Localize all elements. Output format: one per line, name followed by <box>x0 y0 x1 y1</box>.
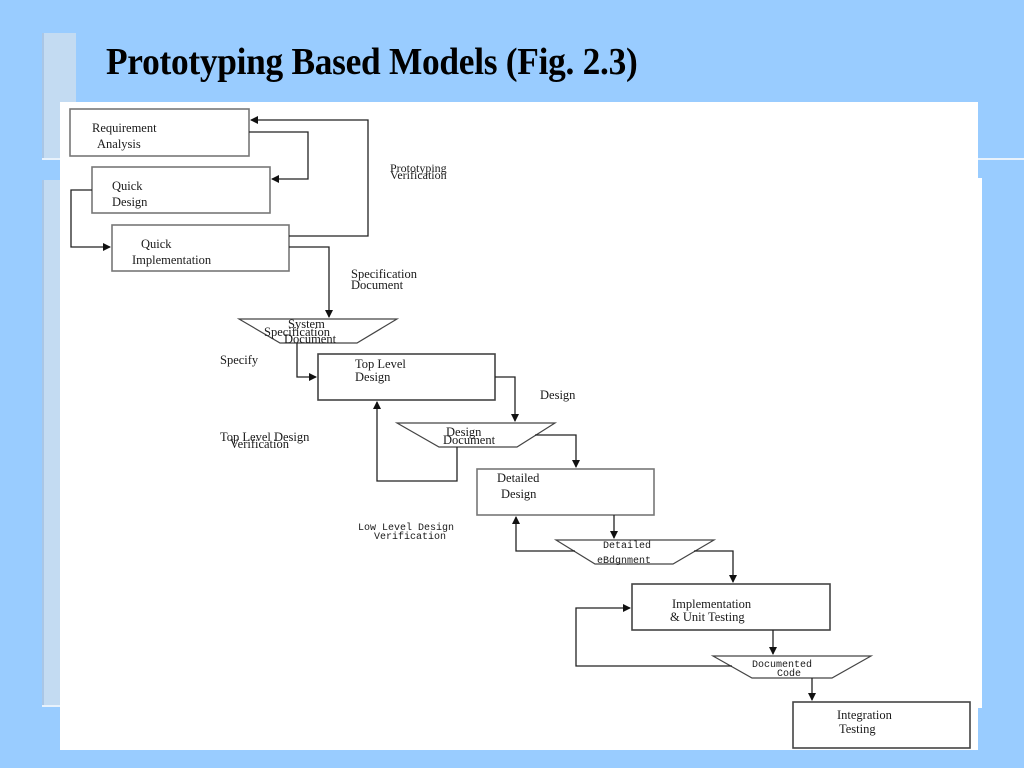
annotation-text: Document <box>351 278 404 292</box>
process-label: Design <box>501 487 537 501</box>
annotation-text: Verification <box>390 168 447 182</box>
arrow-low-level-verification-loop <box>512 516 575 552</box>
annotation-text: Verification <box>374 531 446 543</box>
process-label: Analysis <box>97 137 141 151</box>
process-label: Top Level <box>355 357 406 371</box>
process-label: Integration <box>837 708 893 722</box>
document-label: Document <box>443 433 496 447</box>
arrow-unit-testing-loop <box>575 604 732 667</box>
process-label: Implementation <box>132 253 212 267</box>
arrow-req-to-quickdesign <box>249 131 309 183</box>
document-label: Detailed <box>603 540 651 552</box>
document-label: Code <box>777 668 801 680</box>
process-label: Detailed <box>497 471 540 485</box>
annotation-low-level-design-verification: Low Level Design Verification <box>358 522 454 543</box>
annotation-top-level-design-verification: Top Level Design Verification <box>220 430 310 451</box>
accent-bar-top <box>42 33 76 160</box>
arrow-top-level-to-design-doc <box>495 376 519 422</box>
annotation-text: Prototyping <box>390 161 447 175</box>
document-detailed-design: Detailed eBdgnment <box>553 539 717 567</box>
slide-title: Prototyping Based Models (Fig. 2.3) <box>106 41 638 83</box>
document-label: Document <box>284 332 337 346</box>
process-label: Testing <box>839 722 876 736</box>
document-label: Documented <box>752 659 812 671</box>
document-label: eBdgnment <box>597 555 651 567</box>
process-integration-testing: Integration Testing <box>792 701 971 749</box>
annotation-prototyping-verification: Prototyping Verification <box>390 161 447 182</box>
process-label: Quick <box>112 179 143 193</box>
process-quick-implementation: Quick Implementation <box>111 224 290 272</box>
arrow-quickdesign-to-impl <box>70 189 111 251</box>
process-quick-design: Quick Design <box>91 166 271 214</box>
annotation-specification-document: Specification Document <box>351 267 418 292</box>
process-requirement-analysis: Requirement Analysis <box>69 108 250 157</box>
document-system-specification: System Specification Document <box>236 317 400 346</box>
annotation-design: Design <box>540 388 576 402</box>
arrow-top-level-verification-loop <box>373 401 458 482</box>
document-label: Specification <box>264 325 331 339</box>
process-label: Design <box>355 370 391 384</box>
annotation-text: Top Level Design <box>220 430 310 444</box>
document-label: Design <box>446 425 482 439</box>
annotation-text: Verification <box>230 437 290 451</box>
process-detailed-design: Detailed Design <box>476 468 655 516</box>
document-design: Design Document <box>394 422 558 448</box>
connectors <box>70 116 816 701</box>
process-label: Quick <box>141 237 172 251</box>
accent-bar-bottom <box>42 180 62 707</box>
accent-bar-bottom-edge <box>42 705 62 707</box>
process-label: Implementation <box>672 597 752 611</box>
process-label: Requirement <box>92 121 157 135</box>
arrow-design-doc-to-detailed <box>535 434 580 468</box>
arrow-spec-to-top-level <box>296 343 317 381</box>
document-documented-code: Documented Code <box>710 655 874 680</box>
annotation-text: Specification <box>351 267 418 281</box>
arrow-impl-to-spec-doc <box>289 246 333 318</box>
arrow-detailed-doc-to-impl <box>694 550 737 583</box>
panel-edge <box>978 178 982 708</box>
document-label: System <box>288 317 325 331</box>
process-implementation-unit-testing: Implementation & Unit Testing <box>631 583 831 631</box>
arrow-prototyping-verification-loop <box>250 116 369 237</box>
process-label: Design <box>112 195 148 209</box>
annotation-specify: Specify <box>220 353 259 367</box>
annotation-text: Low Level Design <box>358 522 454 534</box>
process-label: & Unit Testing <box>670 610 745 624</box>
process-top-level-design: Top Level Design <box>317 353 496 401</box>
